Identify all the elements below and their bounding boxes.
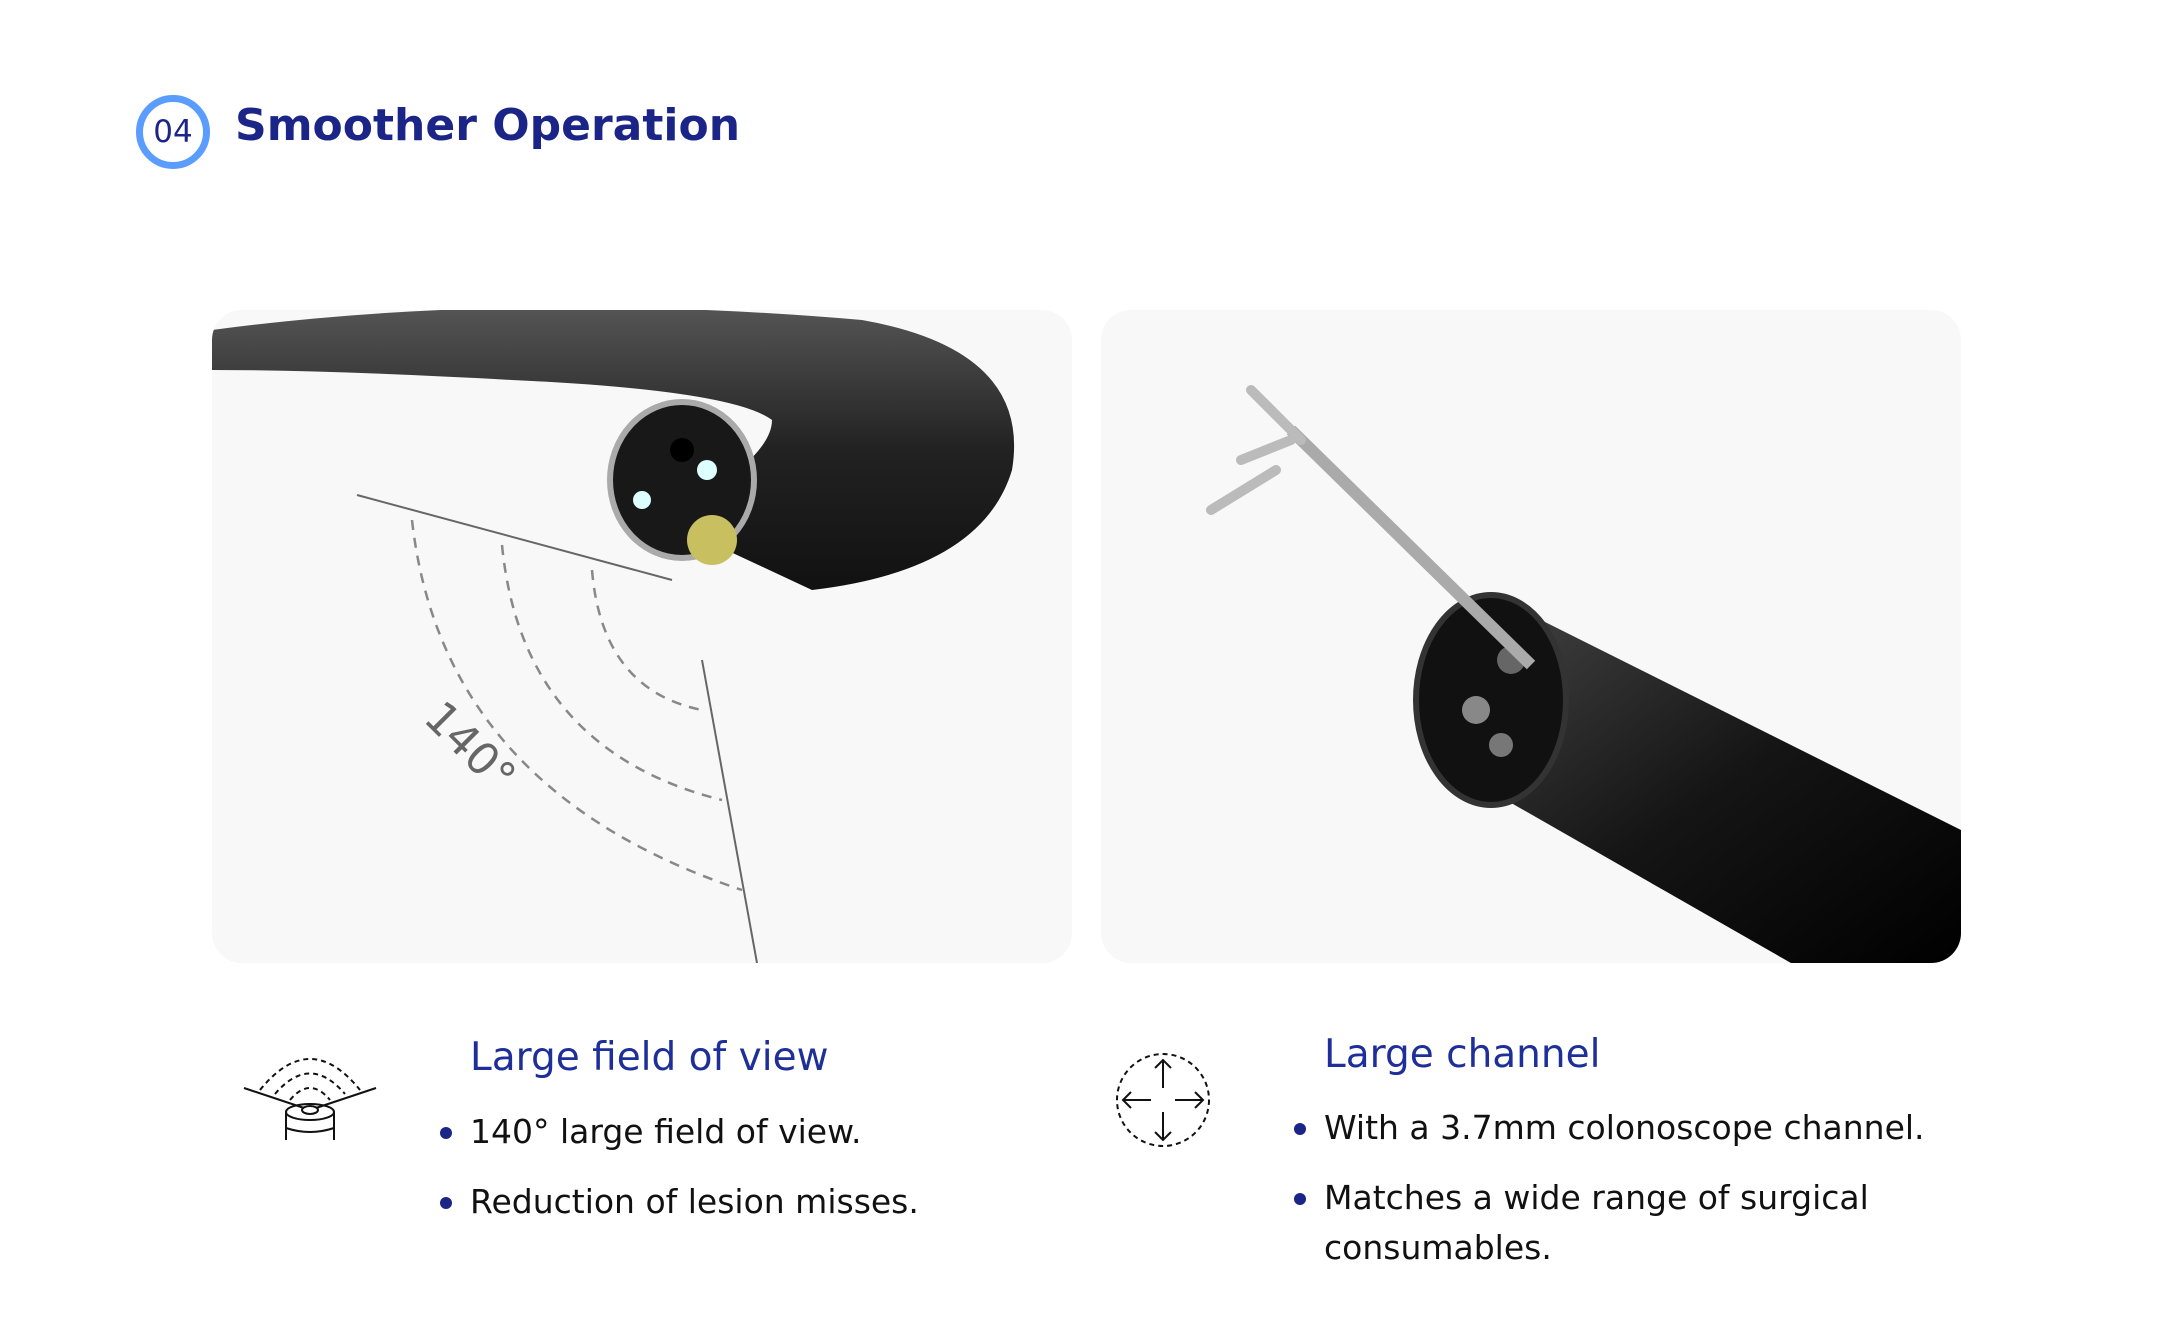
- feature-bullet: Matches a wide range of surgical consuma…: [1294, 1173, 1884, 1273]
- feature-heading: Large field of view: [470, 1035, 829, 1080]
- section-title: Smoother Operation: [235, 100, 741, 151]
- feature-bullet: With a 3.7mm colonoscope channel.: [1294, 1103, 1925, 1153]
- section-number-badge: 04: [136, 95, 210, 169]
- field-of-view-icon: [243, 1058, 377, 1140]
- field-of-view-image: 140°: [212, 310, 1072, 963]
- feature-bullet: 140° large field of view.: [440, 1107, 862, 1157]
- feature-heading: Large channel: [1324, 1032, 1601, 1077]
- channel-image: [1101, 310, 1961, 963]
- directional-arrows-icon: [1116, 1053, 1210, 1147]
- section-number: 04: [153, 114, 193, 150]
- feature-bullet: Reduction of lesion misses.: [440, 1177, 919, 1227]
- angle-label: 140°: [414, 692, 525, 803]
